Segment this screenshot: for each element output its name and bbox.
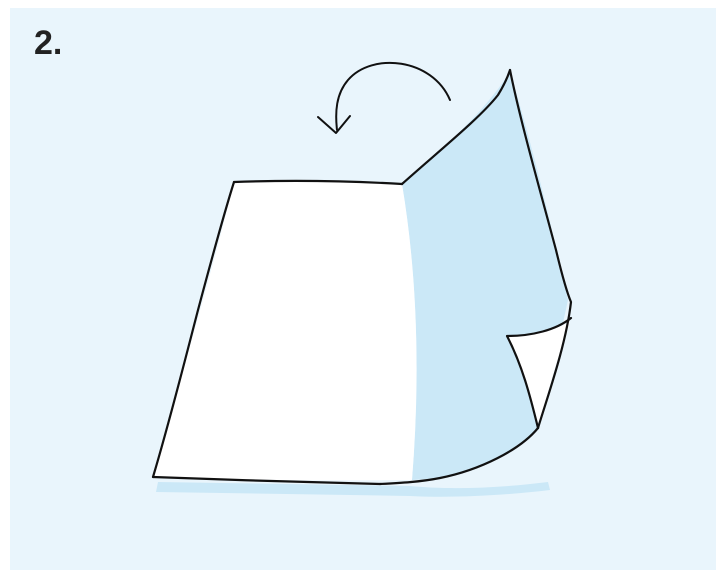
arrow-head [318,116,350,133]
curved-arrow-icon [318,63,450,133]
arrow-arc [336,63,450,130]
folded-flap-shade [402,72,568,480]
